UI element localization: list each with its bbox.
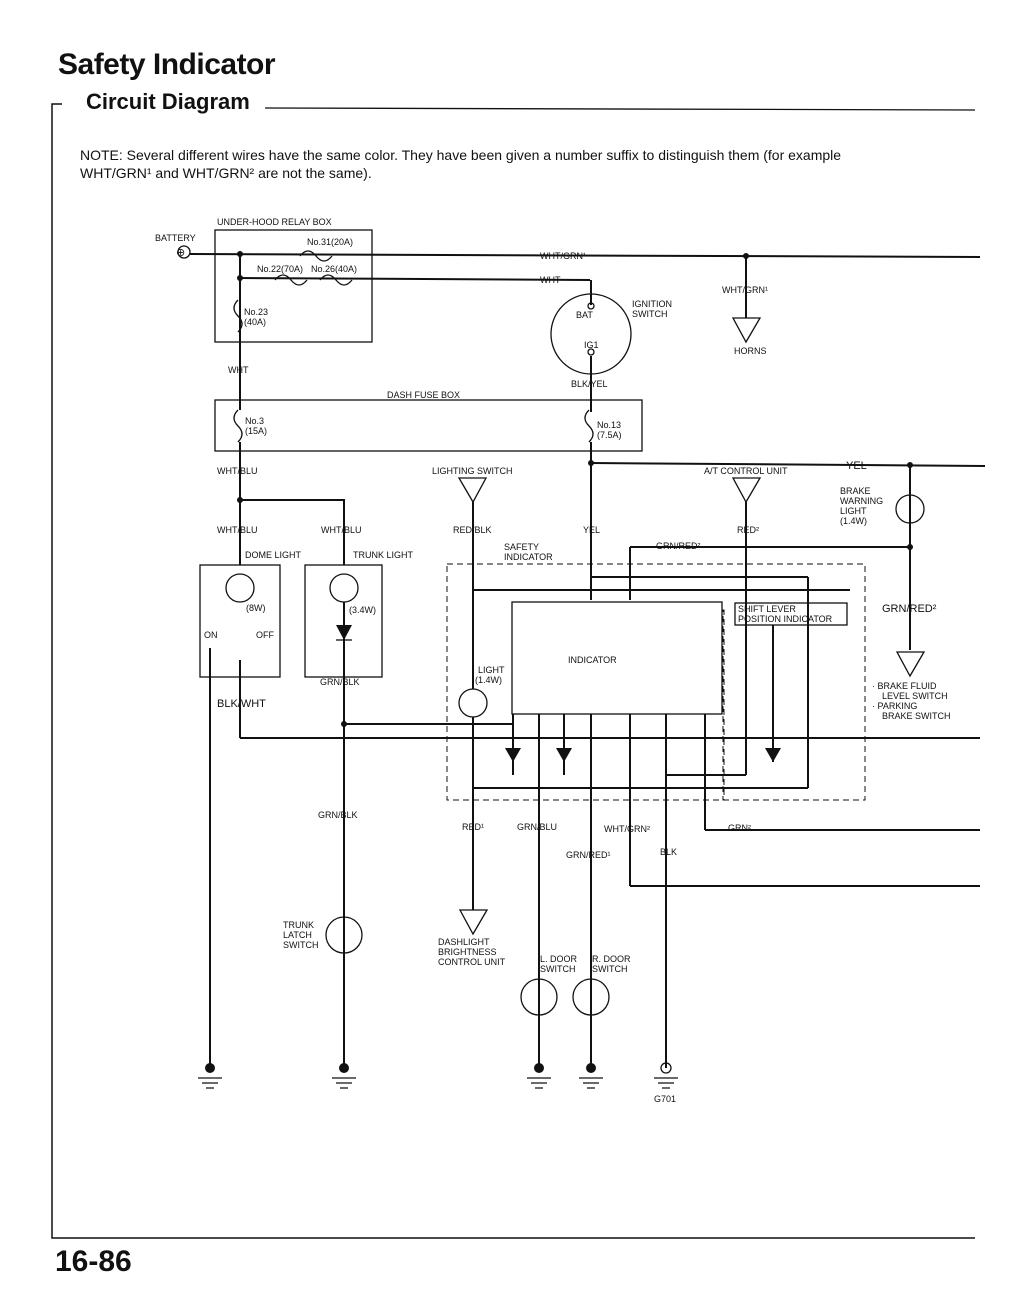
label-wht-left: WHT: [228, 365, 249, 375]
label-bf4: BRAKE SWITCH: [882, 711, 951, 721]
section-title: Circuit Diagram: [84, 89, 256, 115]
label-w8: (8W): [246, 603, 266, 613]
page-frame: [51, 103, 976, 1239]
label-no22: No.22(70A): [257, 264, 303, 274]
label-g701: G701: [654, 1094, 676, 1104]
lighting-and-at: [457, 462, 926, 775]
page-title: Safety Indicator: [58, 48, 276, 81]
label-yel-right: YEL: [846, 460, 867, 472]
label-slpi2: POSITION INDICATOR: [738, 614, 833, 624]
label-ld2: SWITCH: [540, 964, 576, 974]
label-trunk: TRUNK LIGHT: [353, 550, 414, 560]
label-no3a: No.3: [245, 416, 264, 426]
label-slpi1: SHIFT LEVER: [738, 604, 796, 614]
label-bwl2: WARNING: [840, 496, 883, 506]
label-bf2: LEVEL SWITCH: [882, 691, 948, 701]
label-bwl1: BRAKE: [840, 486, 871, 496]
label-blk: BLK: [660, 847, 677, 857]
label-si1: SAFETY: [504, 542, 539, 552]
label-bf3: · PARKING: [872, 701, 917, 711]
label-blkwht: BLK/WHT: [217, 698, 266, 710]
note: NOTE: Several different wires have the s…: [80, 146, 980, 182]
label-whtblu1: WHT/BLU: [217, 466, 258, 476]
label-dome: DOME LIGHT: [245, 550, 302, 560]
label-bwl4: (1.4W): [840, 516, 867, 526]
note-line-2: WHT/GRN¹ and WHT/GRN² are not the same).: [80, 165, 372, 181]
label-dbc1: DASHLIGHT: [438, 937, 490, 947]
label-blkyel: BLK/YEL: [571, 379, 608, 389]
label-red2: RED²: [737, 525, 759, 535]
dash-fuse-box: [214, 342, 986, 600]
note-line-1: NOTE: Several different wires have the s…: [80, 147, 842, 163]
label-whtblu2: WHT/BLU: [217, 525, 258, 535]
label-no31: No.31(20A): [307, 237, 353, 247]
label-no13a: No.13: [597, 420, 621, 430]
label-si2: INDICATOR: [504, 552, 553, 562]
label-indicator: INDICATOR: [568, 655, 617, 665]
label-whtblu3: WHT/BLU: [321, 525, 362, 535]
label-battery-symbol: ⊕: [176, 247, 185, 259]
label-rd2: SWITCH: [592, 964, 628, 974]
label-ig1: IG1: [584, 340, 599, 350]
label-no23a: No.23: [244, 307, 268, 317]
ignition-switch: [550, 280, 632, 412]
label-on: ON: [204, 630, 218, 640]
label-bat: BAT: [576, 310, 593, 320]
label-horns: HORNS: [734, 346, 767, 356]
label-w34: (3.4W): [349, 605, 376, 615]
label-light1: LIGHT: [478, 665, 505, 675]
label-uhrb: UNDER-HOOD RELAY BOX: [217, 217, 332, 227]
label-grnred2-top: GRN/RED²: [656, 541, 701, 551]
label-bf1: · BRAKE FLUID: [872, 681, 937, 691]
label-off: OFF: [256, 630, 274, 640]
horns: [731, 253, 762, 344]
label-yel-mid: YEL: [583, 525, 600, 535]
label-bwl3: LIGHT: [840, 506, 867, 516]
label-ign2: SWITCH: [632, 309, 668, 319]
page-number: 16-86: [55, 1245, 132, 1278]
label-no13b: (7.5A): [597, 430, 622, 440]
label-tl3: SWITCH: [283, 940, 319, 950]
label-no23b: (40A): [244, 317, 266, 327]
label-battery: BATTERY: [155, 233, 196, 243]
label-rd1: R. DOOR: [592, 954, 631, 964]
label-lsw: LIGHTING SWITCH: [432, 466, 513, 476]
under-hood-relay-box: [177, 229, 981, 343]
label-redblk: RED/BLK: [453, 525, 492, 535]
label-grnblk1: GRN/BLK: [320, 677, 360, 687]
label-no3b: (15A): [245, 426, 267, 436]
dome-trunk-lights: [199, 497, 980, 1068]
label-dfb: DASH FUSE BOX: [387, 390, 460, 400]
safety-indicator-assembly: [446, 563, 980, 1068]
label-tl2: LATCH: [283, 930, 312, 940]
label-grnred1: GRN/RED¹: [566, 850, 611, 860]
switches-and-grounds: [198, 909, 678, 1089]
label-no26: No.26(40A): [311, 264, 357, 274]
label-light2: (1.4W): [475, 675, 502, 685]
label-grn2: GRN²: [728, 823, 751, 833]
label-grnred2-right: GRN/RED²: [882, 603, 937, 615]
diagram-labels: BATTERY UNDER-HOOD RELAY BOX No.31(20A) …: [155, 217, 951, 1104]
label-dbc2: BRIGHTNESS: [438, 947, 497, 957]
label-whtgrn1-top: WHT/GRN¹: [540, 251, 586, 261]
label-tl1: TRUNK: [283, 920, 314, 930]
label-grnblu: GRN/BLU: [517, 822, 557, 832]
label-ld1: L. DOOR: [540, 954, 578, 964]
label-whtgrn1-horn: WHT/GRN¹: [722, 285, 768, 295]
label-red1: RED¹: [462, 822, 484, 832]
label-atcu: A/T CONTROL UNIT: [704, 466, 788, 476]
label-whtgrn2: WHT/GRN²: [604, 824, 650, 834]
label-grnblk2: GRN/BLK: [318, 810, 358, 820]
label-dbc3: CONTROL UNIT: [438, 957, 506, 967]
label-wht-top: WHT: [540, 275, 561, 285]
label-ign1: IGNITION: [632, 299, 672, 309]
